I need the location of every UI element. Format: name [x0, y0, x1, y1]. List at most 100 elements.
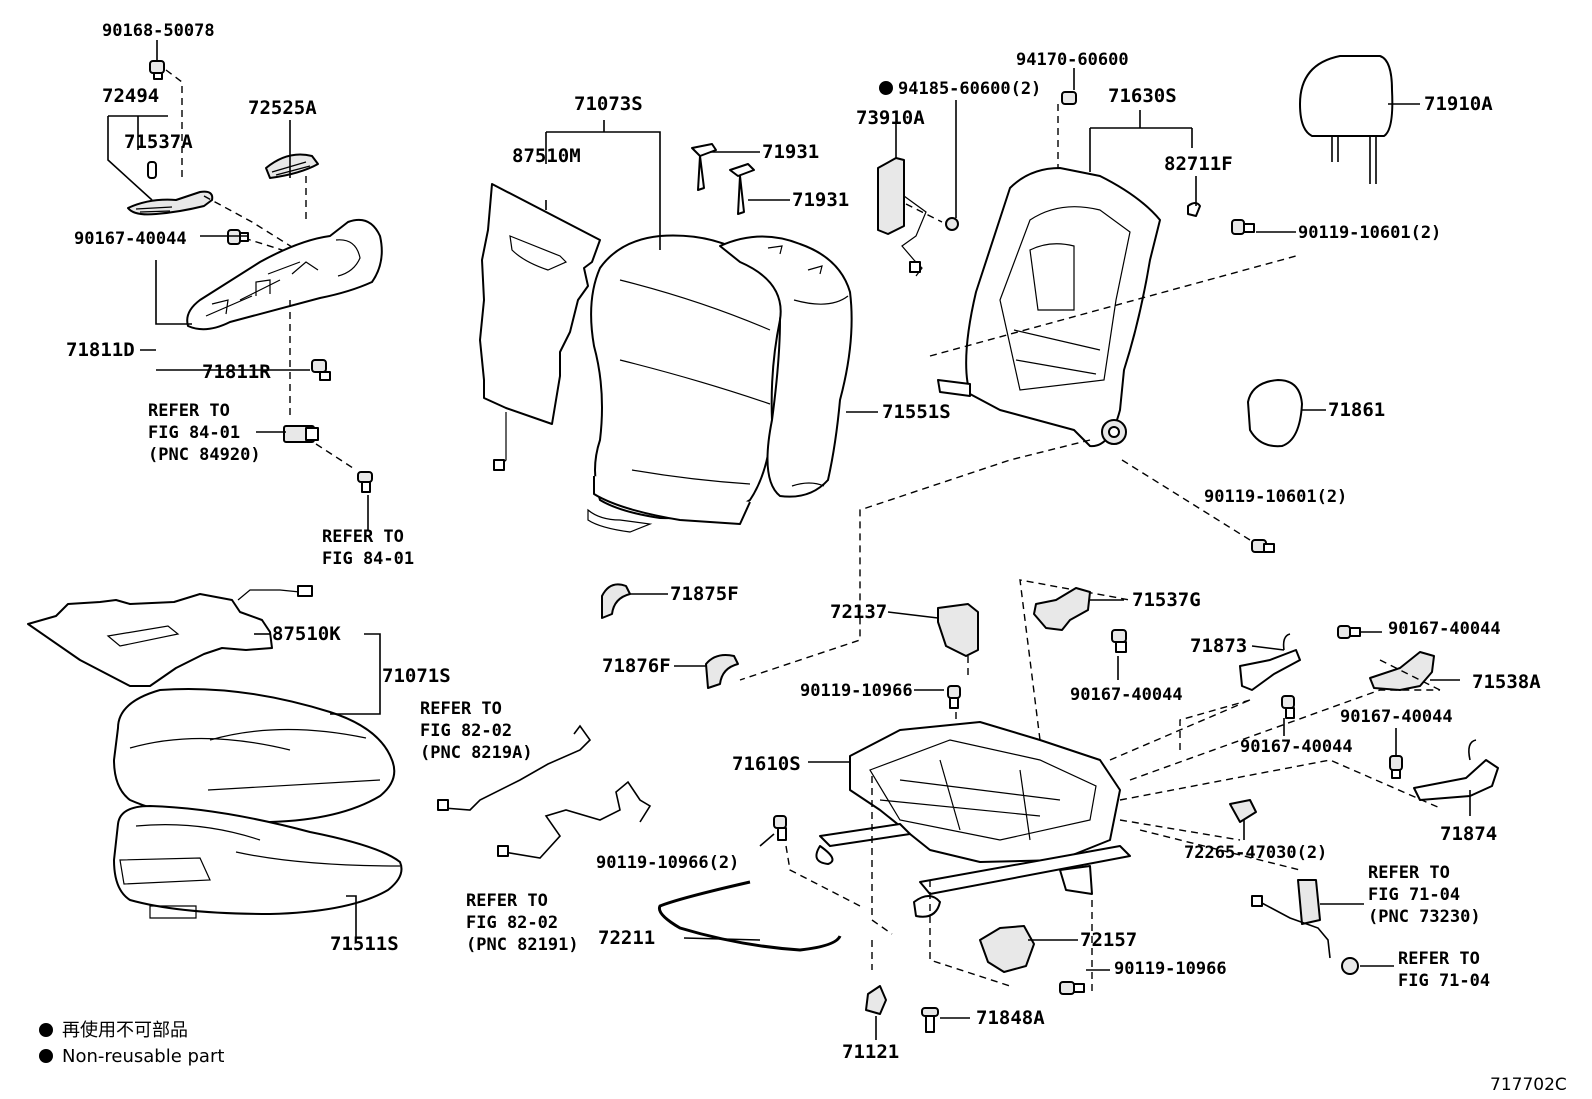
seatback-cover-71073S-icon — [590, 234, 783, 520]
bolt-90119-10966-a-icon — [947, 685, 961, 709]
heater-sheet-87510M-icon — [479, 183, 601, 425]
label-71848A: 71848A — [976, 1007, 1045, 1029]
label-71811R: 71811R — [202, 361, 271, 383]
label-72525A: 72525A — [248, 97, 317, 119]
seatback-cover-assembly — [479, 143, 853, 533]
clip-72265-icon — [1229, 799, 1257, 823]
recliner-cover-71861-icon — [1247, 379, 1303, 448]
cushion-cover-71071S-icon — [113, 687, 396, 823]
connector-84920-icon — [283, 425, 319, 443]
label-72494: 72494 — [102, 85, 159, 107]
label-71873: 71873 — [1190, 635, 1247, 657]
label-82711F: 82711F — [1164, 153, 1233, 175]
label-71073S: 71073S — [574, 93, 643, 115]
seat-track-71610S-icon — [849, 721, 1121, 863]
label-71861: 71861 — [1328, 399, 1385, 421]
label-90119-10966-b: 90119-10966 — [1114, 959, 1227, 979]
legend-en: Non-reusable part — [62, 1046, 224, 1067]
legend: 再使用不可部品 Non-reusable part — [39, 1020, 224, 1067]
label-71538A: 71538A — [1472, 671, 1541, 693]
seatback-pad-71551S-icon — [719, 235, 853, 498]
cover-72137-icon — [937, 603, 979, 657]
cover-71537G-icon — [1033, 587, 1091, 631]
refer-71-04-b-line2: FIG 71-04 — [1398, 971, 1490, 991]
label-90119-10601-a: 90119-10601(2) — [1298, 223, 1441, 243]
leader-lines — [140, 40, 1471, 1040]
label-71931-a: 71931 — [762, 141, 819, 163]
refer-71-04-b-line1: REFER TO — [1398, 949, 1480, 969]
pin-71931-b-icon — [729, 163, 755, 215]
bolt-90167-40044-e-icon — [1389, 755, 1403, 779]
bolt-90168-50078-icon — [149, 60, 165, 80]
label-71630S: 71630S — [1108, 85, 1177, 107]
legend-bullet-icon — [39, 1023, 53, 1037]
label-71811D: 71811D — [66, 339, 135, 361]
harness-and-clips — [437, 583, 861, 952]
label-90167-40044-b: 90167-40044 — [1070, 685, 1183, 705]
label-72157: 72157 — [1080, 929, 1137, 951]
label-72137: 72137 — [830, 601, 887, 623]
bolt-90119-10966-b-icon — [1059, 981, 1085, 995]
bolt-refer-84-01-icon — [357, 471, 373, 493]
cover-72157-icon — [979, 925, 1035, 973]
label-94170-60600: 94170-60600 — [1016, 50, 1129, 70]
label-71071S: 71071S — [382, 665, 451, 687]
cushion-pad-71511S-icon — [113, 805, 403, 915]
pin-71848A-icon — [921, 1007, 939, 1033]
non-reusable-marker-icon — [879, 81, 893, 95]
nut-refer-71-04-icon — [1341, 957, 1359, 975]
bolt-90167-40044-c-icon — [1281, 695, 1295, 719]
label-71931-b: 71931 — [792, 189, 849, 211]
refer-71-04-a-line2: FIG 71-04 — [1368, 885, 1460, 905]
airbag-73910A-icon — [877, 157, 905, 235]
rod-72211-icon — [657, 880, 842, 952]
buckle-73230-icon — [1297, 879, 1321, 925]
legend-jp: 再使用不可部品 — [62, 1020, 188, 1041]
label-71910A: 71910A — [1424, 93, 1493, 115]
seat-cushion-assembly — [27, 585, 403, 919]
refer-84-01-a-line1: REFER TO — [148, 401, 230, 421]
label-71537G: 71537G — [1132, 589, 1201, 611]
bracket-71121-icon — [865, 985, 887, 1015]
harness-8219A-icon — [443, 724, 592, 811]
headrest-71910A-icon — [1299, 55, 1394, 137]
refer-84-01-a-line2: FIG 84-01 — [148, 423, 240, 443]
bolt-90167-40044-b-icon — [1111, 629, 1127, 653]
refer-82-02-b-line2: FIG 82-02 — [466, 913, 558, 933]
refer-82-02-b-line1: REFER TO — [466, 891, 548, 911]
label-94185-60600: 94185-60600(2) — [898, 79, 1041, 99]
seatback-frame-assembly — [739, 55, 1394, 681]
seat-frame-71630S-icon — [965, 167, 1161, 448]
refer-82-02-b-line3: (PNC 82191) — [466, 935, 579, 955]
bolt-90119-10601-b-icon — [1251, 539, 1275, 553]
clip-71876F-icon — [705, 654, 739, 689]
label-71511S: 71511S — [330, 933, 399, 955]
label-72265-47030: 72265-47030(2) — [1184, 843, 1327, 863]
refer-82-02-a-line1: REFER TO — [420, 699, 502, 719]
label-87510K: 87510K — [272, 623, 341, 645]
armrest-assembly — [107, 60, 383, 493]
label-71876F: 71876F — [602, 655, 671, 677]
refer-71-04-a-line3: (PNC 73230) — [1368, 907, 1481, 927]
harness-82191-icon — [503, 780, 652, 859]
bolt-90119-10601-a-icon — [1231, 219, 1255, 235]
clip-71875F-icon — [601, 583, 631, 619]
label-71551S: 71551S — [882, 401, 951, 423]
clip-94170-icon — [1061, 91, 1077, 105]
seat-track-assembly — [815, 579, 1499, 1033]
legend-bullet-icon — [39, 1049, 53, 1063]
label-90167-40044-e: 90167-40044 — [1340, 707, 1453, 727]
label-90119-10966-2: 90119-10966(2) — [596, 853, 739, 873]
part-labels: 90168-50078 72494 71537A 72525A 90167-40… — [66, 21, 1541, 1063]
label-71610S: 71610S — [732, 753, 801, 775]
label-71875F: 71875F — [670, 583, 739, 605]
label-71537A: 71537A — [124, 131, 193, 153]
label-87510M: 87510M — [512, 145, 581, 167]
refer-82-02-a-line2: FIG 82-02 — [420, 721, 512, 741]
bolt-90167-40044-icon — [227, 229, 249, 245]
pin-71931-a-icon — [691, 143, 717, 191]
label-90167-40044-d: 90167-40044 — [1388, 619, 1501, 639]
bolt-90119-10966-2-icon — [773, 815, 787, 841]
refer-71-04-a-line1: REFER TO — [1368, 863, 1450, 883]
